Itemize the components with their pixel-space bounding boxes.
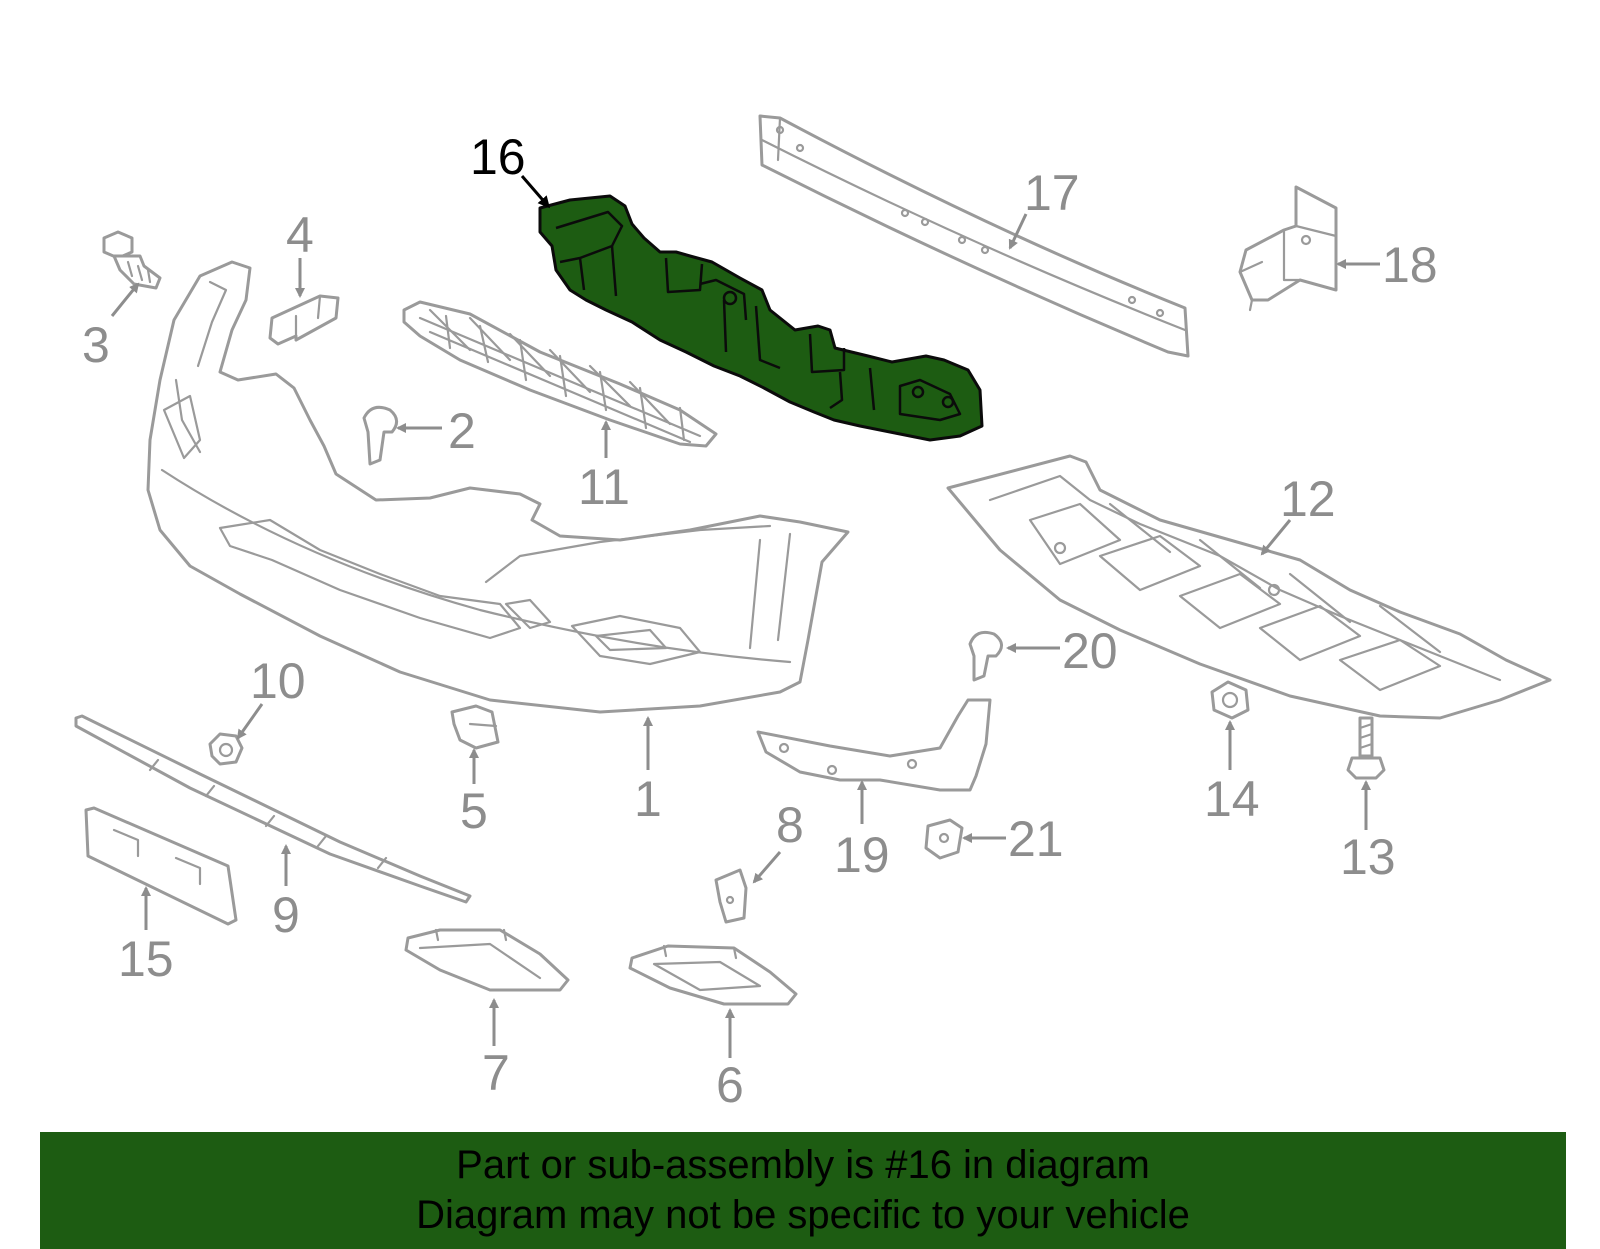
part-9-molding-strip bbox=[74, 714, 472, 904]
callout-12[interactable]: 12 bbox=[1280, 471, 1336, 527]
callout-16[interactable]: 16 bbox=[470, 129, 526, 185]
part-13-bolt bbox=[1346, 716, 1386, 780]
part-6-fog-cover bbox=[628, 944, 798, 1006]
part-15-license-bracket bbox=[84, 806, 238, 926]
callout-11[interactable]: 11 bbox=[578, 459, 630, 515]
leader-8 bbox=[752, 851, 782, 884]
part-21-clip bbox=[924, 818, 964, 860]
callout-19[interactable]: 19 bbox=[834, 827, 890, 883]
callout-4[interactable]: 4 bbox=[286, 207, 314, 263]
leader-17 bbox=[1008, 213, 1028, 250]
part-10-nut bbox=[208, 732, 244, 766]
callout-labels: 16 17 18 4 3 2 11 12 20 10 5 1 14 13 8 1… bbox=[82, 129, 1438, 1113]
part-2-push-rivet bbox=[362, 405, 398, 466]
callout-1[interactable]: 1 bbox=[634, 771, 662, 827]
callout-5[interactable]: 5 bbox=[460, 783, 488, 839]
callout-15[interactable]: 15 bbox=[118, 931, 174, 987]
part-20-push-rivet bbox=[968, 630, 1003, 682]
callout-7[interactable]: 7 bbox=[482, 1045, 510, 1101]
part-14-nut bbox=[1210, 680, 1250, 720]
part-12-undercover bbox=[946, 454, 1552, 720]
part-7-fog-cover bbox=[404, 928, 570, 992]
leader-3 bbox=[110, 282, 140, 317]
callout-leaders bbox=[110, 175, 1380, 1058]
part-3-bolt bbox=[102, 230, 162, 290]
part-8-bracket bbox=[714, 868, 748, 924]
leader-12 bbox=[1260, 519, 1292, 556]
callout-10[interactable]: 10 bbox=[250, 653, 306, 709]
part-18-bracket bbox=[1238, 185, 1338, 312]
banner-line-disclaimer: Diagram may not be specific to your vehi… bbox=[416, 1193, 1190, 1237]
callout-14[interactable]: 14 bbox=[1204, 771, 1260, 827]
callout-3[interactable]: 3 bbox=[82, 317, 110, 373]
part-1-bumper-cover bbox=[146, 260, 850, 714]
leader-16 bbox=[520, 175, 550, 209]
callout-9[interactable]: 9 bbox=[272, 887, 300, 943]
part-19-side-bracket bbox=[756, 698, 992, 792]
leader-10 bbox=[236, 703, 264, 740]
banner-line-part: Part or sub-assembly is #16 in diagram bbox=[456, 1143, 1150, 1187]
part-4-clip bbox=[268, 294, 340, 346]
part-11-lower-grille bbox=[402, 300, 718, 448]
callout-8[interactable]: 8 bbox=[776, 797, 804, 853]
info-banner: Part or sub-assembly is #16 in diagram D… bbox=[40, 1132, 1566, 1249]
callout-18[interactable]: 18 bbox=[1382, 237, 1438, 293]
part-17-bumper-reinforcement bbox=[758, 114, 1190, 358]
callout-20[interactable]: 20 bbox=[1062, 623, 1118, 679]
callout-21[interactable]: 21 bbox=[1008, 811, 1064, 867]
callout-17[interactable]: 17 bbox=[1024, 165, 1080, 221]
part-5-bracket bbox=[450, 704, 500, 750]
callout-2[interactable]: 2 bbox=[448, 403, 476, 459]
callout-6[interactable]: 6 bbox=[716, 1057, 744, 1113]
callout-13[interactable]: 13 bbox=[1340, 829, 1396, 885]
part-16-energy-absorber bbox=[538, 194, 984, 442]
